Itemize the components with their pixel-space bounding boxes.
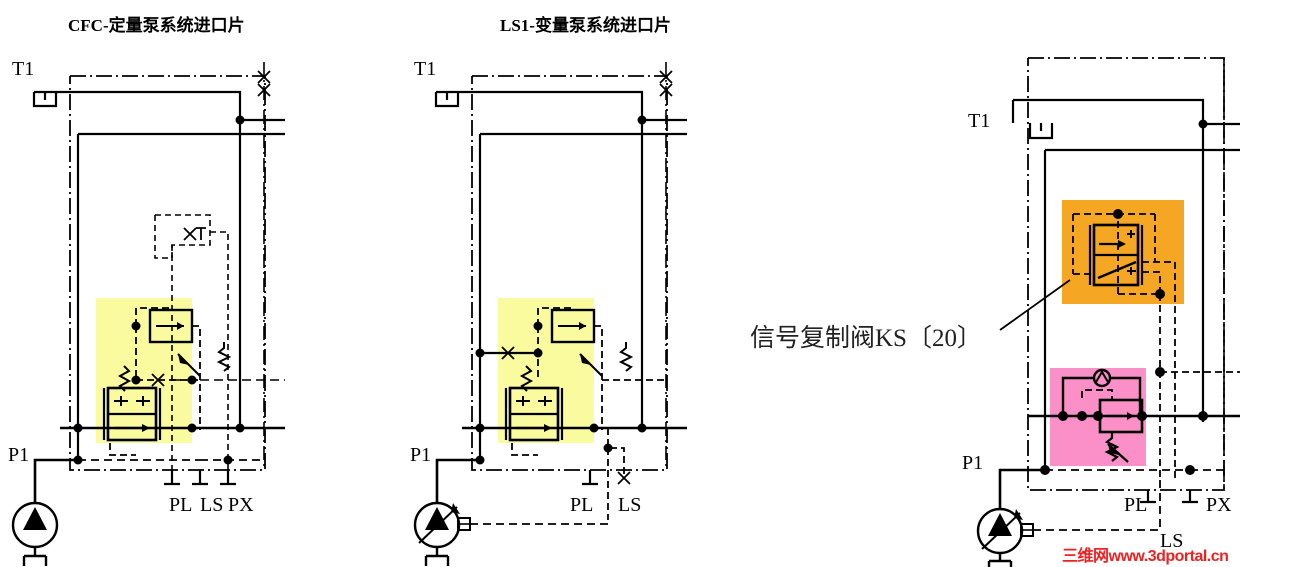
pump-symbol-3 [976, 507, 1034, 567]
junction-dot [1077, 411, 1087, 421]
junction-dot [1198, 411, 1208, 421]
drain-box-1 [154, 214, 229, 470]
plug-x-ls-2 [617, 471, 631, 485]
tank-return-line-2 [436, 90, 644, 120]
junction-dot [1198, 119, 1208, 129]
spring-symbol-1 [216, 342, 232, 372]
label-pl-diagram-1: PL [169, 494, 193, 516]
p1-supply-2 [435, 458, 480, 506]
label-pl-diagram-3: PL [1124, 494, 1148, 516]
label-px-diagram-3: PX [1206, 494, 1232, 516]
label-t1-diagram-3: T1 [968, 110, 991, 132]
junction-dot [1155, 367, 1165, 377]
junction-dot [1113, 209, 1123, 219]
junction-dot [475, 423, 485, 433]
port-stubs-3 [1140, 490, 1198, 504]
junction-dot [1137, 411, 1147, 421]
junction-dot [235, 115, 245, 125]
label-p1-diagram-1: P1 [8, 444, 30, 466]
port-stubs-2 [582, 470, 598, 486]
p1-supply-3 [998, 468, 1045, 512]
junction-dot [187, 375, 197, 385]
label-p1-diagram-3: P1 [962, 452, 984, 474]
junction-dot [131, 375, 141, 385]
label-pl-diagram-2: PL [570, 494, 594, 516]
junction-dot [73, 423, 83, 433]
tank-return-line-3 [1013, 98, 1205, 124]
label-ls-diagram-1: LS [200, 494, 224, 516]
label-p1-diagram-2: P1 [410, 444, 432, 466]
junction-dot [131, 321, 141, 331]
section-envelope-1 [69, 75, 266, 471]
pump-symbol-2 [413, 501, 471, 566]
tank-symbol-3 [1028, 123, 1054, 140]
junction-dot [1058, 411, 1068, 421]
label-t1-diagram-1: T1 [12, 58, 35, 80]
junction-dot [637, 115, 647, 125]
diagram-1-title: CFC-定量泵系统进口片 [68, 16, 245, 35]
label-t1-diagram-2: T1 [414, 58, 437, 80]
junction-dot [1093, 411, 1103, 421]
tank-symbol-1 [32, 92, 58, 108]
pump-symbol-1 [11, 501, 59, 566]
pilot-lines-1 [109, 307, 201, 456]
junction-dot [637, 423, 647, 433]
check-valve-3 [1061, 368, 1142, 416]
highlight-block-1 [96, 298, 192, 443]
annotation-leader-line [999, 279, 1071, 331]
junction-dot [235, 423, 245, 433]
plug-x-inner-1 [183, 227, 206, 241]
label-ls-diagram-2: LS [618, 494, 642, 516]
diagram-2-title: LS1-变量泵系统进口片 [500, 16, 671, 35]
junction-dot [475, 348, 485, 358]
highlight-block-2 [498, 298, 594, 443]
section-envelope-2 [471, 75, 668, 471]
pilot-lines-3-orange [1072, 213, 1176, 480]
tank-return-line-1 [34, 90, 242, 120]
tank-symbol-2 [434, 92, 460, 108]
junction-dot [589, 423, 599, 433]
junction-dot [533, 348, 543, 358]
p1-supply-1 [33, 458, 78, 506]
orifice-symbol-2 [501, 346, 515, 360]
site-watermark: 三维网www.3dportal.cn [1062, 548, 1229, 565]
annotation-signal-replication-valve: 信号复制阀KS〔20〕 [750, 325, 982, 352]
signal-replication-valve [1088, 223, 1144, 287]
pilot-lines-3-pink [1081, 389, 1113, 400]
orifice-symbol-1 [151, 373, 165, 387]
port-stubs-1 [164, 470, 236, 486]
spring-symbol-2 [618, 342, 634, 372]
label-ls-diagram-3: LS [1160, 530, 1184, 552]
junction-dot [533, 321, 543, 331]
junction-dot [187, 423, 197, 433]
junction-dot [475, 455, 485, 465]
section-envelope-3 [1027, 57, 1225, 491]
junction-dot [1155, 289, 1165, 299]
highlight-block-orange [1062, 200, 1184, 304]
ls-branch-2 [602, 379, 667, 478]
label-px-diagram-1: PX [228, 494, 254, 516]
